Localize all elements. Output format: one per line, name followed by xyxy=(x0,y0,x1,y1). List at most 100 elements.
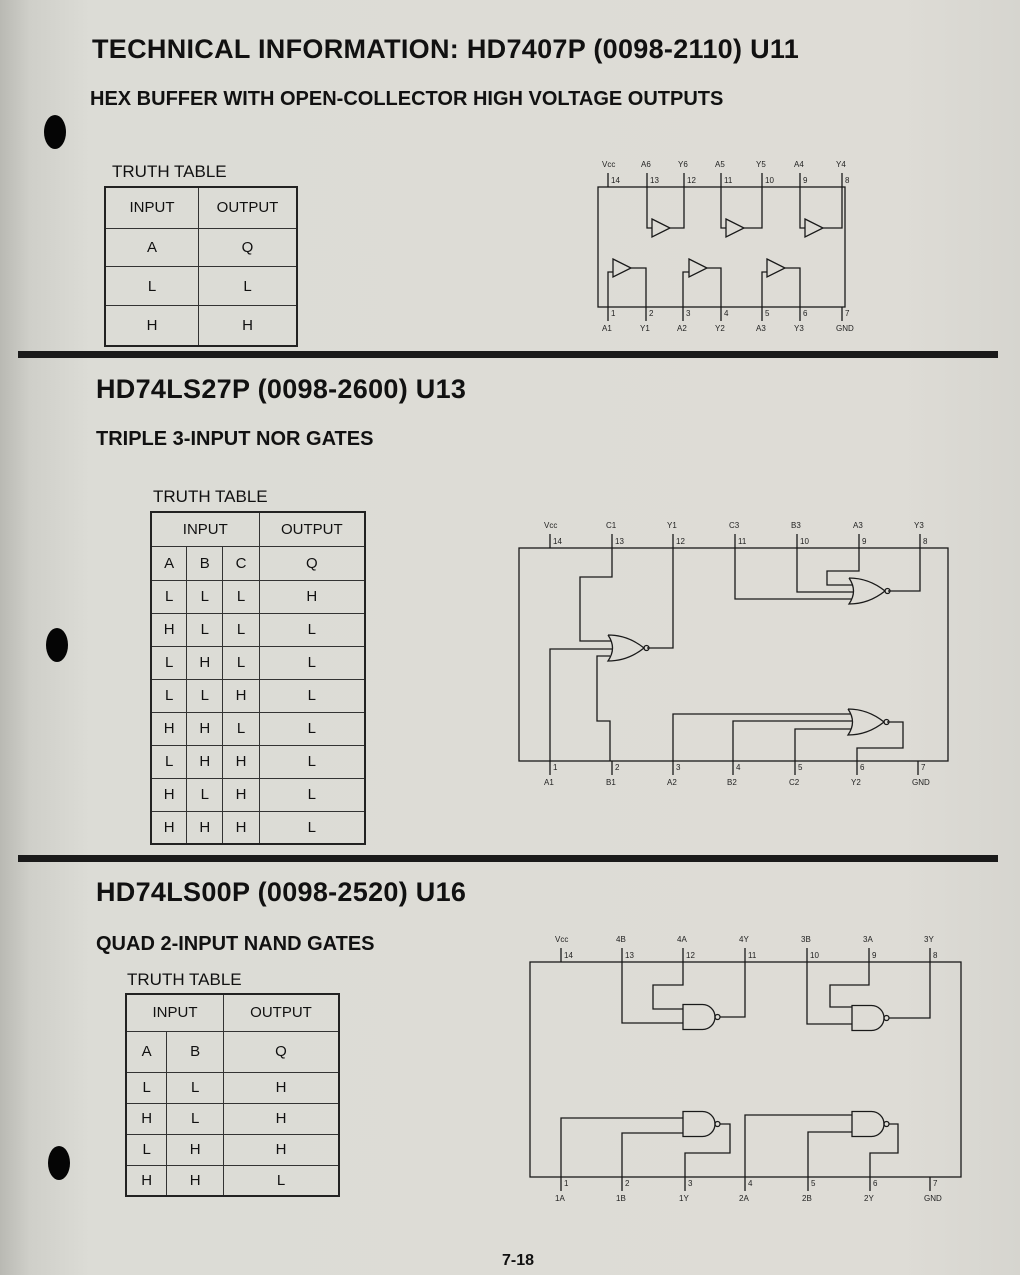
cell: L xyxy=(222,711,260,746)
pin-number: 4 xyxy=(736,763,741,772)
section-divider xyxy=(18,855,998,862)
pin-number: 4 xyxy=(748,1179,753,1188)
pin-label: Y6 xyxy=(678,160,688,169)
cell: L xyxy=(258,711,366,746)
cell: L xyxy=(222,579,260,614)
wire xyxy=(889,962,931,1019)
pin-label: 2B xyxy=(802,1194,812,1203)
cell: H xyxy=(186,711,224,746)
section2-subtitle: TRIPLE 3-INPUT NOR GATES xyxy=(96,428,374,450)
pin-label: Vcc xyxy=(602,160,615,169)
pin-number: 5 xyxy=(798,763,803,772)
cell: L xyxy=(104,266,199,307)
cell: H xyxy=(150,711,188,746)
nor-gate-symbol xyxy=(847,577,887,605)
cell: H xyxy=(186,810,224,845)
wire xyxy=(856,721,904,761)
pin-label: Y2 xyxy=(851,778,861,787)
cell: L xyxy=(186,579,224,614)
cell: H xyxy=(125,1102,168,1135)
cell: H xyxy=(222,810,260,845)
pin-number: 13 xyxy=(625,951,634,960)
cell: H xyxy=(222,678,260,713)
pin-label: Vcc xyxy=(544,521,557,530)
wire xyxy=(734,548,852,600)
section2-title: HD74LS27P (0098-2600) U13 xyxy=(96,374,467,404)
wire xyxy=(823,187,843,229)
wire xyxy=(794,728,851,761)
pin-number: 11 xyxy=(738,537,747,546)
pin-label: 3A xyxy=(863,935,873,944)
cell: H xyxy=(125,1164,168,1197)
pin-label: A2 xyxy=(667,778,677,787)
cell: H xyxy=(223,1071,340,1104)
wire xyxy=(732,720,852,761)
pin-label: A5 xyxy=(715,160,725,169)
wire xyxy=(720,962,746,1018)
pin-number: 8 xyxy=(933,951,938,960)
pin-label: 1Y xyxy=(679,1194,689,1203)
cell: H xyxy=(222,744,260,779)
pin-number: 9 xyxy=(872,951,877,960)
cell: L xyxy=(125,1133,168,1166)
cell: L xyxy=(186,678,224,713)
pin-number: 2 xyxy=(649,309,654,318)
inverter-bubble xyxy=(714,1120,721,1128)
col-b: B xyxy=(186,545,224,581)
wire xyxy=(549,648,612,761)
header-output: OUTPUT xyxy=(258,511,366,547)
wire xyxy=(826,548,860,586)
pin-label: GND xyxy=(912,778,930,787)
pin-number: 6 xyxy=(803,309,808,318)
pin-label: A3 xyxy=(853,521,863,530)
cell: L xyxy=(222,645,260,680)
header-output: OUTPUT xyxy=(223,993,340,1032)
wire xyxy=(806,962,852,1025)
wire xyxy=(799,187,805,229)
pin-number: 7 xyxy=(845,309,850,318)
pin-label: 4A xyxy=(677,935,687,944)
pin-number: 11 xyxy=(724,176,733,185)
pin-number: 7 xyxy=(921,763,926,772)
pin-number: 8 xyxy=(845,176,850,185)
nor-gate-symbol xyxy=(846,708,886,736)
binder-hole xyxy=(46,628,68,662)
pin-label: Y2 xyxy=(715,324,725,333)
pin-number: 10 xyxy=(810,951,819,960)
cell: L xyxy=(222,612,260,647)
wire xyxy=(560,1117,683,1177)
buffer-gate-symbol xyxy=(688,257,709,279)
pin-label: B2 xyxy=(727,778,737,787)
wire xyxy=(682,271,689,307)
header-output: OUTPUT xyxy=(198,186,298,229)
nand-gate-symbol xyxy=(851,1110,885,1138)
pin-label: B3 xyxy=(791,521,801,530)
cell: H xyxy=(223,1102,340,1135)
pin-label: Y4 xyxy=(836,160,846,169)
pin-number: 9 xyxy=(803,176,808,185)
wire xyxy=(744,187,763,229)
truth-table-label: TRUTH TABLE xyxy=(127,970,242,989)
wire xyxy=(579,548,613,642)
pin-number: 5 xyxy=(765,309,770,318)
cell: L xyxy=(166,1102,225,1135)
wire xyxy=(707,267,722,307)
pin-number: 12 xyxy=(676,537,685,546)
pin-label: 2Y xyxy=(864,1194,874,1203)
wire xyxy=(829,962,870,1008)
wire xyxy=(672,713,851,761)
inverter-bubble xyxy=(714,1013,721,1021)
pin-number: 8 xyxy=(923,537,928,546)
pin-number: 13 xyxy=(650,176,659,185)
nand-gate-symbol xyxy=(682,1110,716,1138)
